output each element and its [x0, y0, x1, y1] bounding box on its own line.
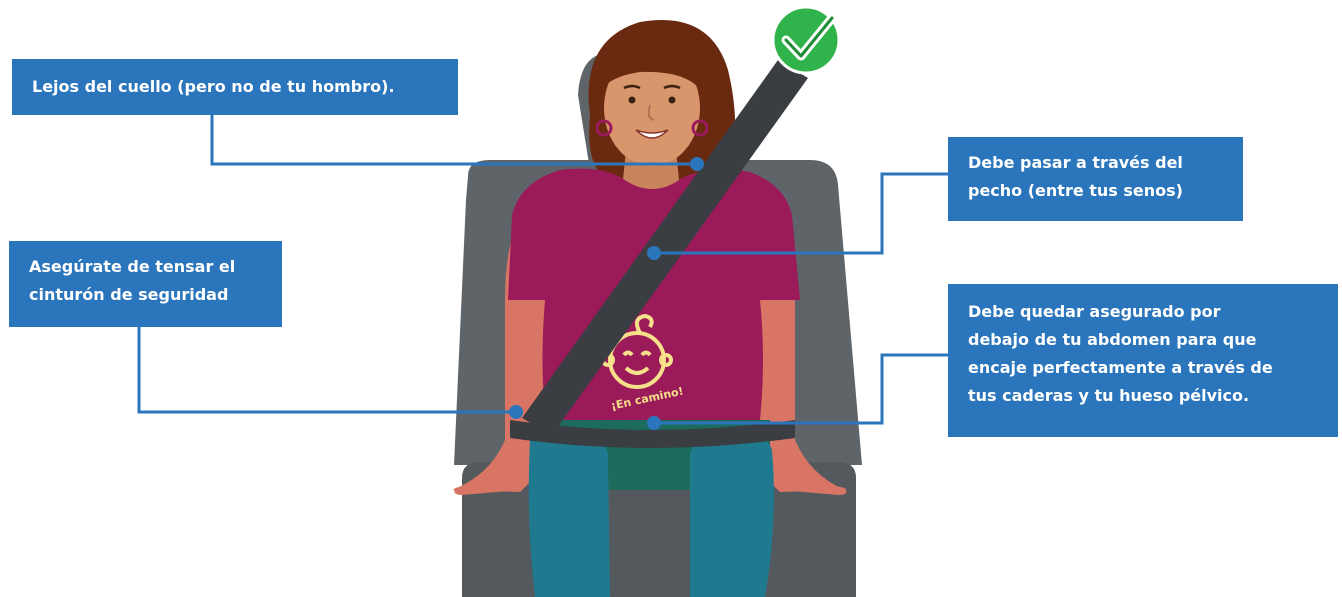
callout-away-from-neck: Lejos del cuello (pero no de tu hombro).: [12, 59, 458, 115]
dot-neck: [690, 157, 704, 171]
callout-across-chest: Debe pasar a través del pecho (entre tus…: [948, 137, 1243, 221]
dot-chest: [647, 246, 661, 260]
callout-below-abdomen: Debe quedar asegurado por debajo de tu a…: [948, 284, 1338, 437]
callout-tighten-belt: Asegúrate de tensar el cinturón de segur…: [9, 241, 282, 327]
check-mark-icon: [773, 7, 839, 73]
dot-lap: [647, 416, 661, 430]
dot-tighten: [509, 405, 523, 419]
